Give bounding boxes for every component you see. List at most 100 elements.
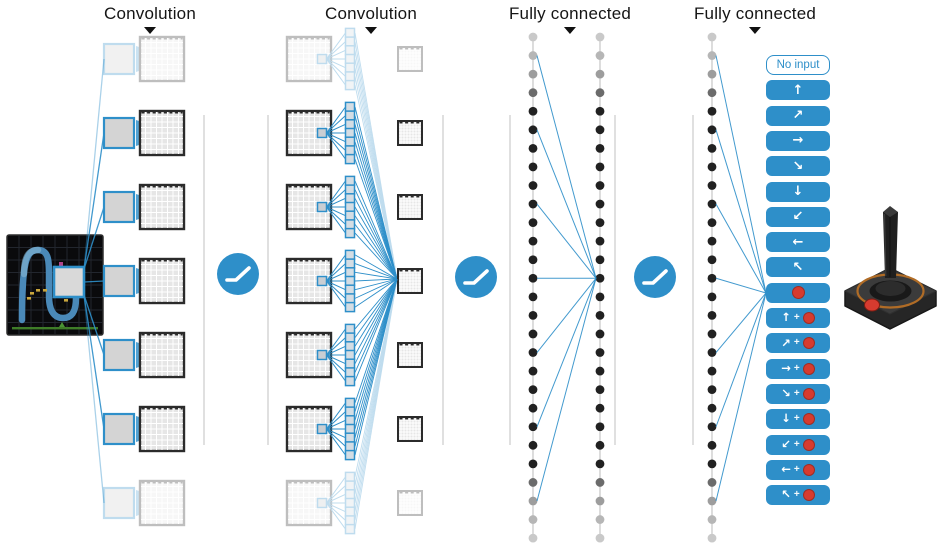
action-button-left[interactable]: ← <box>766 232 830 253</box>
layer-label-convolution-2: Convolution <box>325 4 417 34</box>
fc-unit <box>595 255 605 265</box>
arrow-up-right-icon: ↗ <box>792 108 804 124</box>
filter-unit <box>344 45 356 56</box>
fc-unit <box>528 218 538 228</box>
fire-button-icon <box>802 489 815 502</box>
filter-connection-line <box>354 278 398 291</box>
filter-unit <box>344 267 356 278</box>
feature-map <box>138 109 186 157</box>
action-button-up-left[interactable]: ↖ <box>766 257 830 278</box>
feature-map <box>138 183 186 231</box>
patch-connection-line <box>83 206 105 270</box>
filter-unit <box>344 332 356 343</box>
action-button-down-left[interactable]: ↙ <box>766 206 830 227</box>
fc-unit <box>595 292 605 302</box>
action-button-no-input[interactable]: No input <box>766 55 830 75</box>
filter-unit <box>344 36 356 47</box>
fc-unit <box>707 459 717 469</box>
fc-unit <box>707 292 717 302</box>
filter-unit <box>344 201 356 213</box>
action-button-left-fire[interactable]: ←+ <box>766 459 830 480</box>
patch-connection-line <box>83 294 105 430</box>
filter-unit <box>344 397 356 409</box>
filter-unit <box>344 53 356 65</box>
action-button-down-right-fire[interactable]: ↘+ <box>766 383 830 404</box>
patch-copy <box>102 412 136 446</box>
action-button-up-right[interactable]: ↗ <box>766 105 830 126</box>
action-button-up-right-fire[interactable]: ↗+ <box>766 333 830 354</box>
fc-unit <box>707 496 717 506</box>
filter-unit <box>344 258 356 269</box>
action-button-right[interactable]: → <box>766 130 830 151</box>
filter-connection-line <box>354 271 398 280</box>
highlighted-cell <box>316 53 328 65</box>
arrow-down-right-icon: ↘ <box>792 158 804 174</box>
action-button-up[interactable]: ↑ <box>766 80 830 101</box>
filter-unit <box>344 515 356 526</box>
filter-connection-line <box>354 278 398 530</box>
filter-unit <box>344 249 356 261</box>
fc-unit <box>707 273 717 283</box>
game-item <box>36 289 40 292</box>
fc-unit <box>707 515 717 524</box>
fc-unit <box>595 236 605 246</box>
action-button-fire[interactable] <box>766 282 830 303</box>
fc-unit <box>528 69 538 79</box>
action-button-down-right[interactable]: ↘ <box>766 156 830 177</box>
action-button-right-fire[interactable]: →+ <box>766 358 830 379</box>
conv1-unit <box>102 331 186 379</box>
patch-copy <box>102 42 136 76</box>
filter-unit <box>344 367 356 378</box>
patch-connection-line <box>83 132 105 270</box>
action-button-down-left-fire[interactable]: ↙+ <box>766 434 830 455</box>
layer-label-text: Fully connected <box>508 4 632 23</box>
arrow-right-icon: → <box>781 360 791 375</box>
filter-connection-line <box>354 278 398 495</box>
fc-unit <box>528 143 538 153</box>
game-item <box>43 289 47 292</box>
filter-connection-line <box>354 85 398 280</box>
filter-connection-line <box>354 224 398 280</box>
filter-connection-line <box>354 278 398 308</box>
filter-unit <box>344 193 356 204</box>
filter-connection-line <box>354 278 398 299</box>
fire-button-icon <box>864 298 880 312</box>
fc-unit <box>707 125 717 135</box>
filter-connection-line <box>354 150 398 280</box>
filter-connection-line <box>354 278 398 364</box>
filter-unit <box>344 341 356 352</box>
fc-unit <box>707 478 717 487</box>
fc-unit <box>595 88 605 98</box>
patch-connection-line <box>83 58 105 270</box>
fc-unit <box>707 329 717 339</box>
filter-unit <box>344 432 356 443</box>
conv2-output-map <box>397 46 423 72</box>
fc-unit <box>595 348 605 357</box>
fc-unit <box>707 348 717 357</box>
output-connection-line <box>715 292 767 353</box>
filter-connection-line <box>354 206 398 280</box>
fc-unit <box>707 440 717 450</box>
patch-connection-line <box>83 280 105 283</box>
filter-connection-line <box>354 50 398 280</box>
action-button-down-fire[interactable]: ↓+ <box>766 409 830 430</box>
filter-connection-line <box>354 232 398 280</box>
filter-unit <box>344 127 356 139</box>
down-triangle-icon <box>143 27 156 34</box>
relu-activation-icon <box>217 253 259 295</box>
highlighted-cell <box>316 201 328 213</box>
action-button-up-fire[interactable]: ↑+ <box>766 308 830 328</box>
action-button-up-left-fire[interactable]: ↖+ <box>766 485 830 506</box>
action-button-down[interactable]: ↓ <box>766 181 830 202</box>
filter-unit <box>344 480 356 491</box>
filter-unit <box>344 497 356 509</box>
highlighted-cell <box>316 127 328 139</box>
filter-unit <box>344 415 356 426</box>
fc-unit <box>595 533 605 543</box>
fc-unit <box>528 181 538 190</box>
fire-button-icon <box>791 286 805 300</box>
fc-unit <box>528 32 538 42</box>
output-connection-line <box>715 55 767 294</box>
filter-unit <box>344 506 356 517</box>
fc-unit <box>595 218 605 228</box>
